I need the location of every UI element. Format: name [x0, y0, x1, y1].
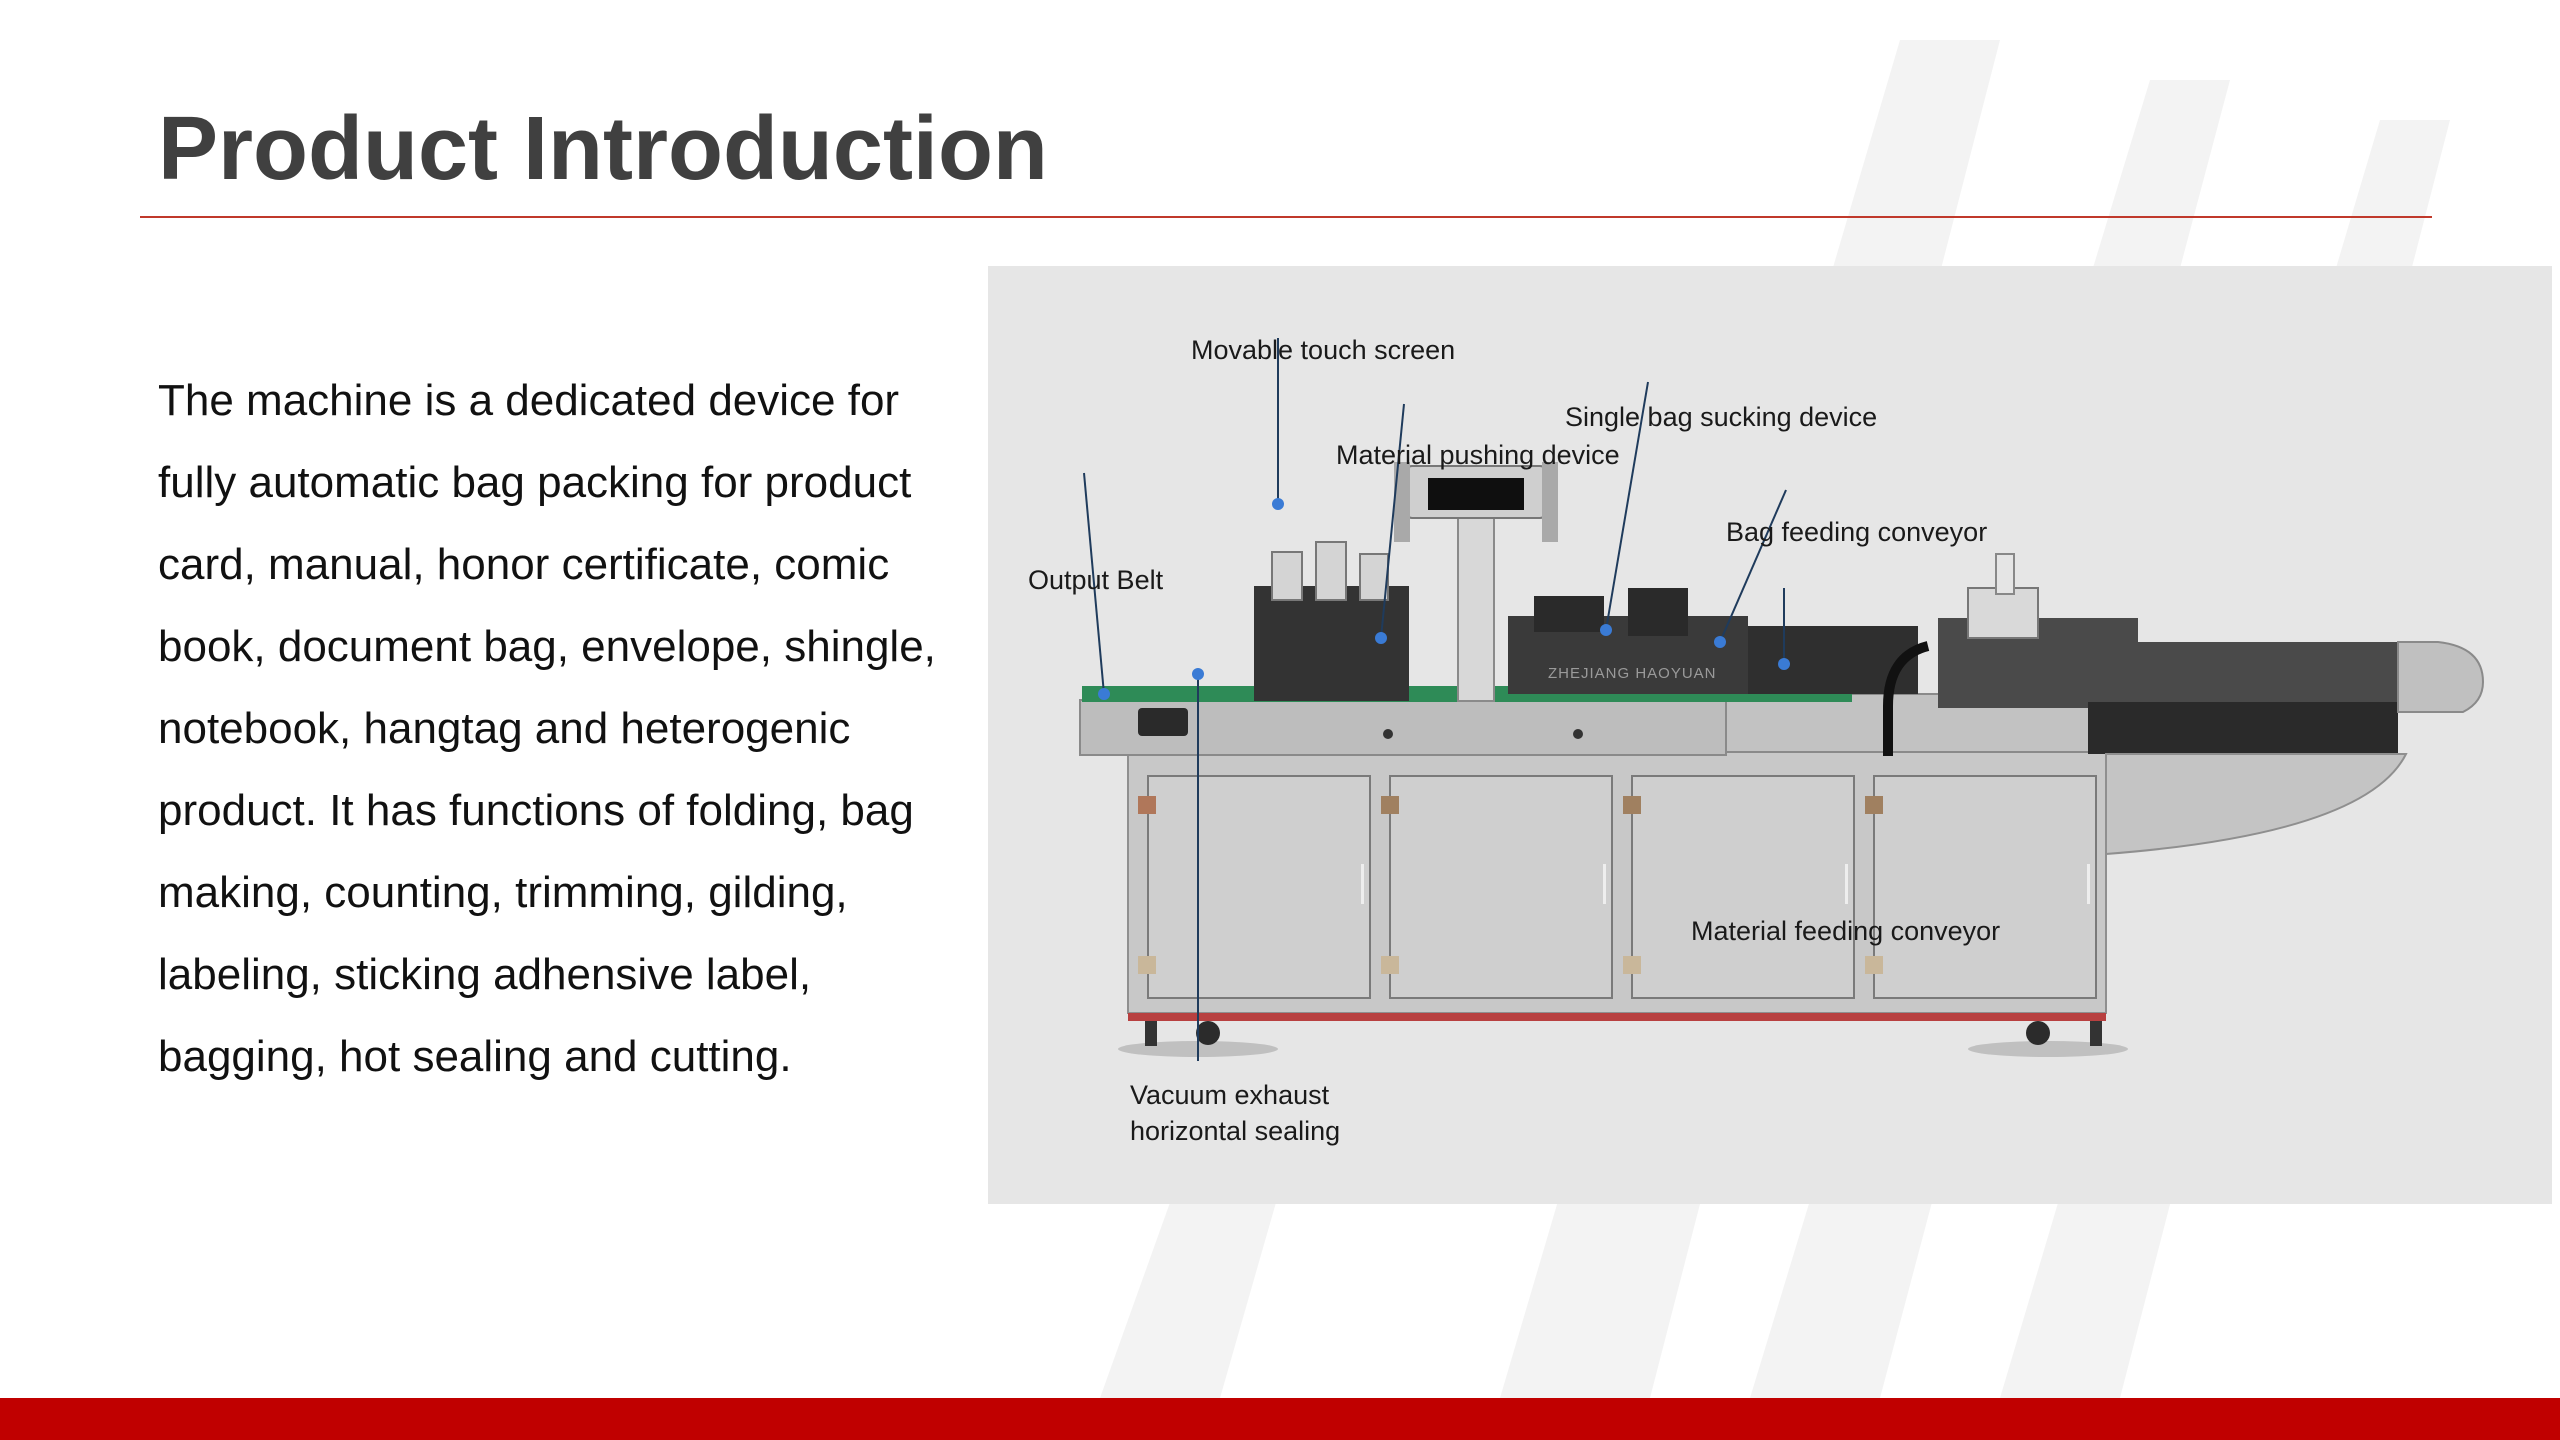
callout-touch-screen: Movable touch screen: [1191, 335, 1455, 365]
description-line: labeling, sticking adhensive label,: [158, 950, 812, 999]
callout-bag-feeding: Bag feeding conveyor: [1726, 517, 1987, 547]
description-line: making, counting, trimming, gilding,: [158, 868, 848, 917]
product-description: The machine is a dedicated device for fu…: [158, 360, 988, 1098]
control-switch: [1138, 708, 1188, 736]
description-line: notebook, hangtag and heterogenic: [158, 704, 851, 753]
callout-vacuum-line1: Vacuum exhaust: [1130, 1080, 1330, 1110]
description-line: fully automatic bag packing for product: [158, 458, 912, 507]
pointer-dot: [1192, 668, 1204, 680]
callout-output-belt: Output Belt: [1028, 565, 1164, 595]
pointer-dot: [1375, 632, 1387, 644]
description-line: card, manual, honor certificate, comic: [158, 540, 890, 589]
description-line: product. It has functions of folding, ba…: [158, 786, 914, 835]
page-title: Product Introduction: [158, 99, 1048, 199]
description-line: book, document bag, envelope, shingle,: [158, 622, 936, 671]
machine-cabinet: [1127, 747, 2107, 1046]
callout-vacuum-line2: horizontal sealing: [1130, 1116, 1340, 1146]
machine-logo: ZHEJIANG HAOYUAN: [1548, 665, 1717, 682]
callout-material-feeding: Material feeding conveyor: [1691, 916, 2000, 946]
callout-lines: [1083, 338, 1787, 1061]
pointer-dot: [1778, 658, 1790, 670]
title-divider: [140, 216, 2432, 218]
machine-diagram-panel: ZHEJIANG HAOYUAN Movable touch screen Ma…: [988, 266, 2552, 1204]
callout-single-bag: Single bag sucking device: [1565, 402, 1877, 432]
pointer-dot: [1098, 688, 1110, 700]
feeding-conveyor: [2088, 641, 2485, 856]
description-line: The machine is a dedicated device for: [158, 376, 900, 425]
machine-diagram: ZHEJIANG HAOYUAN Movable touch screen Ma…: [1028, 335, 2485, 1146]
footer-bar: [0, 1398, 2560, 1440]
callout-pointers: [1098, 498, 1790, 700]
pointer-dot: [1714, 636, 1726, 648]
description-line: bagging, hot sealing and cutting.: [158, 1032, 792, 1081]
pointer-dot: [1272, 498, 1284, 510]
pointer-dot: [1600, 624, 1612, 636]
callout-material-pushing: Material pushing device: [1336, 440, 1620, 470]
